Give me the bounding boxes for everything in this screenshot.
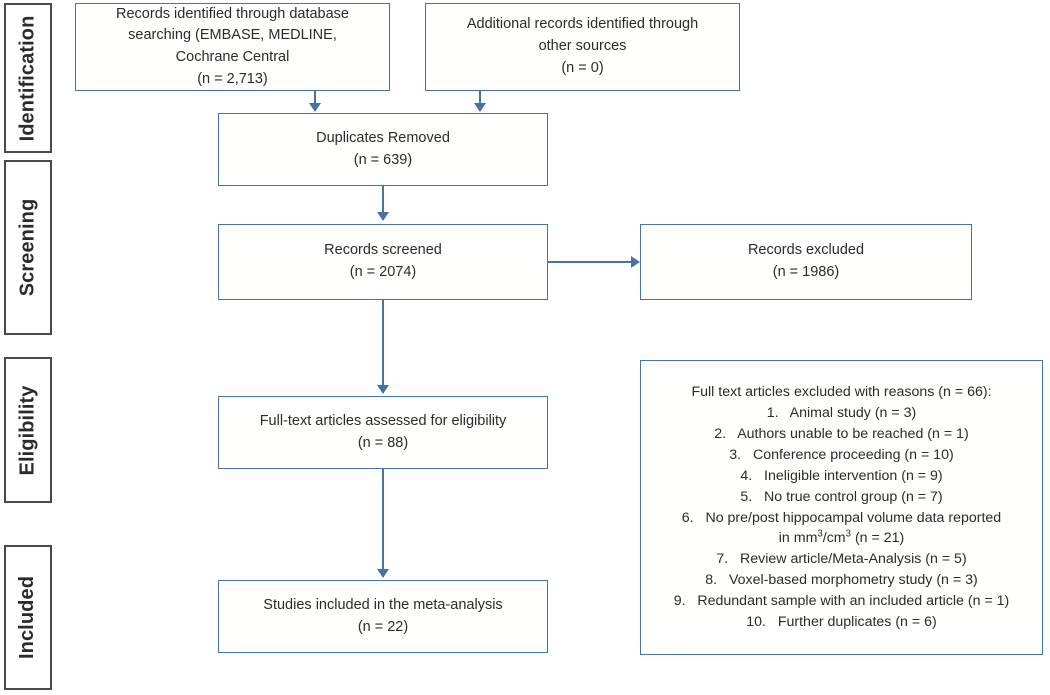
reason-item-10-number: 10. [746,613,774,630]
reason-item-5-number: 5. [740,488,761,505]
box-other-records-line1: Additional records identified through [466,16,699,33]
reason-item-1-number: 1. [766,405,787,422]
box-duplicates-removed-count: (n = 639) [353,151,413,168]
box-full-text-assessed: Full-text articles assessed for eligibil… [218,396,548,469]
reason-item-6-text-part1: No pre/post hippocampal volume data repo… [705,509,1002,526]
box-records-excluded-count: (n = 1986) [772,264,840,280]
box-records-excluded: Records excluded (n = 1986) [640,224,972,300]
excluded-reasons-heading: Full text articles excluded with reasons… [691,384,992,401]
stage-included-label: Included [16,575,39,660]
box-full-text-assessed-label: Full-text articles assessed for eligibil… [259,412,507,429]
arrow-screened-to-excluded [631,256,640,268]
reason-item-5-text: No true control group (n = 7) [764,488,943,505]
connector-other-to-duplicates [479,91,481,104]
reason-item-3-text: Conference proceeding (n = 10) [752,446,954,463]
reason-item-6-sup-cm: 3 [845,528,851,540]
box-records-screened-count: (n = 2074) [349,264,417,280]
reason-item-10-text: Further duplicates (n = 6) [777,613,937,630]
reason-item-8-number: 8. [705,572,725,589]
box-other-records: Additional records identified through ot… [425,3,740,91]
reason-item-6-units-pre: in mm [778,530,818,547]
stage-included: Included [4,545,52,690]
arrow-other-to-duplicates [474,103,486,112]
box-studies-included-count: (n = 22) [357,618,409,635]
reason-item-1: 1. Animal study (n = 3) [651,403,1032,424]
box-other-records-count: (n = 0) [561,59,604,76]
box-duplicates-removed-label: Duplicates Removed [316,129,450,146]
reason-item-4: 4. Ineligible intervention (n = 9) [651,466,1032,487]
reason-item-6: 6. No pre/post hippocampal volume data r… [651,508,1032,550]
reason-item-6-sup-mm: 3 [817,528,823,540]
reason-item-5: 5. No true control group (n = 7) [651,487,1032,508]
reason-item-7-number: 7. [716,551,737,568]
reason-item-6-number: 6. [681,509,702,526]
arrow-database-to-duplicates [309,103,321,112]
box-database-records-count: (n = 2,713) [197,70,268,87]
box-database-records-line1: Records identified through database [116,5,349,22]
reason-item-10: 10. Further duplicates (n = 6) [651,612,1032,633]
stage-screening-label: Screening [16,198,39,297]
reason-item-7-text: Review article/Meta-Analysis (n = 5) [739,551,967,568]
stage-eligibility-label: Eligibility [16,385,39,475]
reason-item-8-text: Voxel-based morphometry study (n = 3) [728,572,978,589]
box-other-records-line2: other sources [538,38,627,55]
arrow-duplicates-to-screened [377,212,389,221]
reason-item-2-number: 2. [714,426,735,442]
box-excluded-with-reasons: Full text articles excluded with reasons… [640,360,1043,655]
box-records-screened: Records screened (n = 2074) [218,224,548,300]
arrow-fulltext-to-included [377,569,389,578]
stage-identification: Identification [4,3,52,153]
connector-screened-to-fulltext [382,300,384,386]
reason-item-9: 9. Redundant sample with an included art… [651,591,1032,612]
reason-item-3-number: 3. [729,446,750,463]
excluded-reasons-list: Full text articles excluded with reasons… [651,382,1032,633]
reason-item-2: 2. Authors unable to be reached (n = 1) [651,424,1032,445]
box-studies-included-label: Studies included in the meta-analysis [263,596,503,613]
arrow-screened-to-fulltext [377,385,389,394]
reason-item-4-text: Ineligible intervention (n = 9) [764,467,943,484]
reason-item-4-number: 4. [740,467,761,484]
reason-item-6-count: (n = 21) [851,530,905,547]
stage-screening: Screening [4,160,52,335]
stage-eligibility: Eligibility [4,357,52,503]
reason-item-7: 7. Review article/Meta-Analysis (n = 5) [651,549,1032,570]
connector-duplicates-to-screened [382,186,384,214]
reason-item-9-text: Redundant sample with an included articl… [697,593,1010,609]
reason-item-6-line1: 6. No pre/post hippocampal volume data r… [651,508,1032,529]
connector-fulltext-to-included [382,469,384,570]
box-duplicates-removed: Duplicates Removed (n = 639) [218,113,548,186]
reason-item-8: 8. Voxel-based morphometry study (n = 3) [651,570,1032,591]
box-studies-included: Studies included in the meta-analysis (n… [218,580,548,653]
reason-item-6-line2: in mm3/cm3 (n = 21) [651,528,1032,549]
reason-item-3: 3. Conference proceeding (n = 10) [651,445,1032,466]
stage-identification-label: Identification [16,15,39,141]
reason-item-1-text: Animal study (n = 3) [789,405,917,422]
box-database-records-line3: Cochrane Central [175,49,290,65]
box-records-excluded-label: Records excluded [747,242,865,259]
box-database-records-line2: searching (EMBASE, MEDLINE, [128,27,337,44]
connector-database-to-duplicates [314,91,316,104]
box-full-text-assessed-count: (n = 88) [357,434,409,451]
reason-item-6-units-mid: /cm [822,530,846,547]
reason-item-2-text: Authors unable to be reached (n = 1) [737,426,969,442]
box-records-screened-label: Records screened [324,242,442,259]
reason-item-9-number: 9. [673,593,694,609]
connector-screened-to-excluded [548,261,632,263]
box-database-records: Records identified through database sear… [75,3,390,91]
